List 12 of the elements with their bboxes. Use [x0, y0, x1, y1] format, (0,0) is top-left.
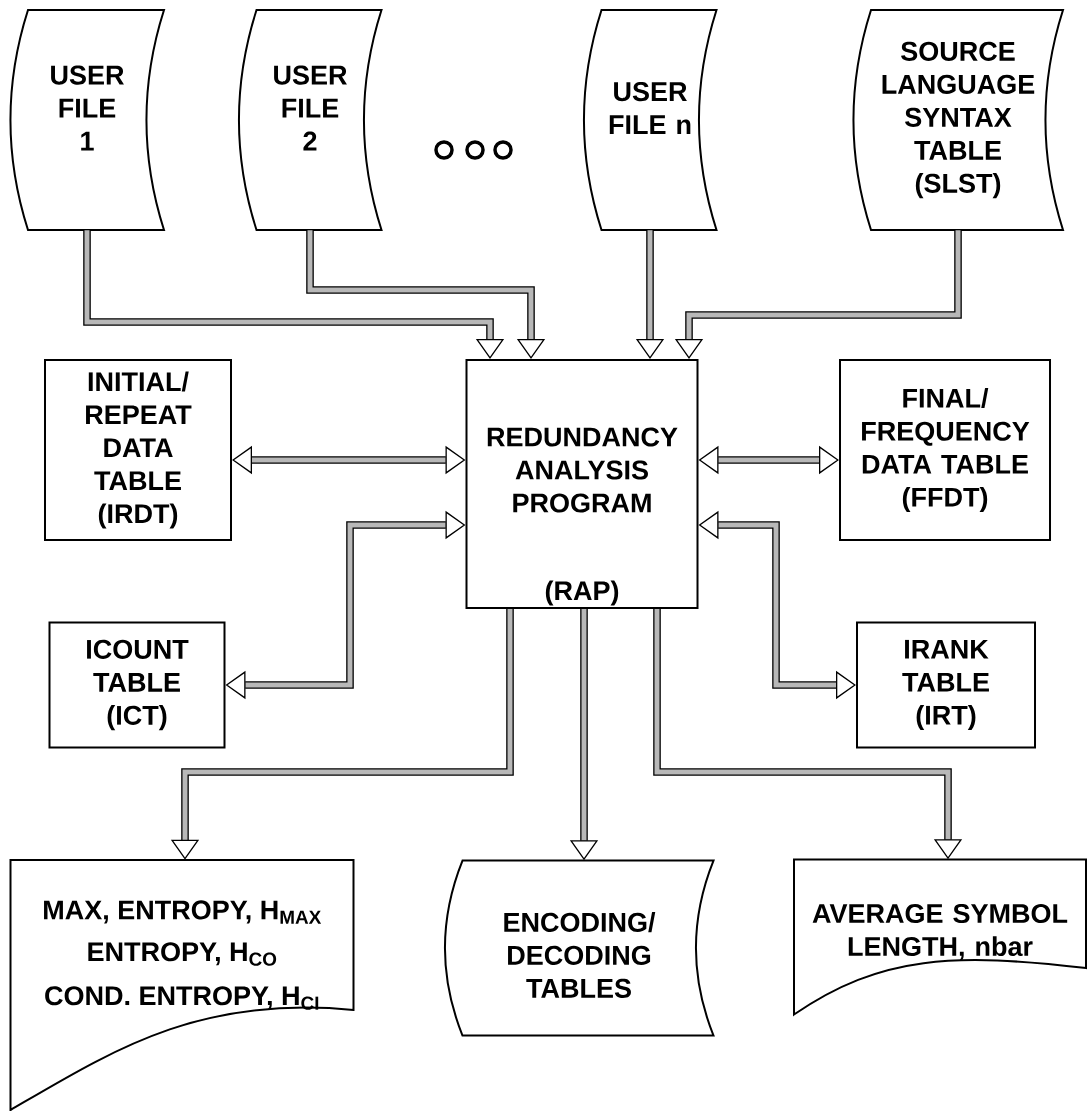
file-card: USER FILE n	[582, 9, 718, 231]
table-box: IRANK TABLE (IRT)	[856, 621, 1036, 749]
table-box: REDUNDANCY ANALYSIS PROGRAM (RAP)	[465, 359, 699, 609]
table-box: ICOUNT TABLE (ICT)	[48, 621, 226, 749]
table-box: INITIAL/ REPEAT DATA TABLE (IRDT)	[44, 359, 232, 541]
file-card: SOURCE LANGUAGE SYNTAX TABLE (SLST)	[852, 9, 1064, 231]
arrow	[306, 230, 546, 359]
table-box: FINAL/ FREQUENCY DATA TABLE (FFDT)	[839, 359, 1051, 541]
file-card: ENCODING/ DECODING TABLES	[443, 859, 715, 1037]
file-card: USER FILE 1	[9, 9, 165, 231]
file-card: USER FILE 2	[237, 9, 383, 231]
arrow	[83, 230, 505, 359]
